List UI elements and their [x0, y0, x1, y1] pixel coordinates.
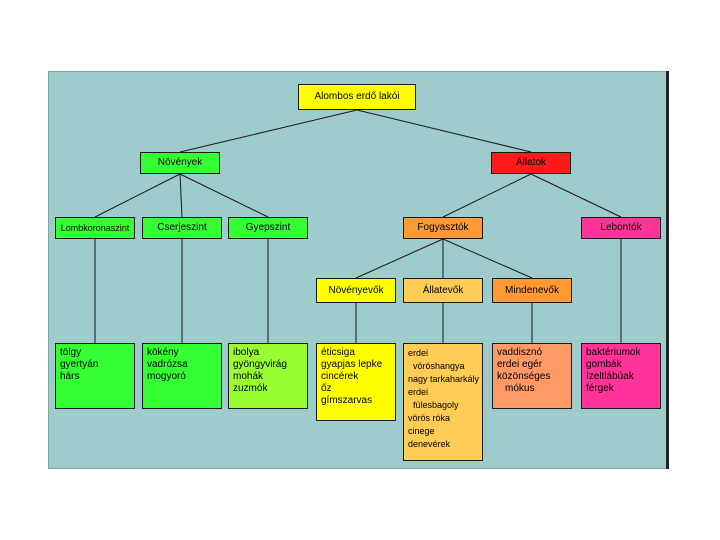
example-item: cincérek [321, 371, 359, 382]
example-item: férgek [586, 383, 614, 394]
example-item: ibolya [233, 347, 260, 358]
example-item: erdei [408, 387, 429, 397]
example-item: denevérek [408, 439, 451, 449]
connector [179, 173, 269, 218]
shrub-level-node: Cserjeszint [142, 217, 222, 239]
decomposers-label: Lebontók [600, 222, 642, 233]
example-item: mohák [233, 371, 264, 382]
carnivores-node: Állatevők [403, 278, 483, 303]
connector [94, 173, 181, 218]
example-item: fülesbagoly [413, 400, 459, 410]
connector [179, 109, 358, 153]
root-label: Alombos erdő lakói [314, 91, 400, 102]
example-item: kökény [147, 347, 179, 358]
example-item: cinege [408, 426, 435, 436]
panel-shadow-edge [666, 71, 669, 469]
connector [356, 109, 532, 153]
example-item: őz [321, 383, 332, 394]
example-item: éticsiga [321, 347, 355, 358]
herb-level-node: Gyepszint [228, 217, 308, 239]
canopy-level-label: Lombkoronaszint [60, 223, 130, 233]
animals-node: Állatok [491, 152, 571, 174]
carnivores-label: Állatevők [422, 284, 464, 296]
decomposers-node: Lebontók [581, 217, 661, 239]
example-item: gímszarvas [321, 395, 373, 406]
connector [179, 173, 183, 218]
decomposers-examples-box: baktériumok gombák ízeltlábúak férgek [581, 343, 661, 409]
omnivores-examples-box: vaddisznó erdei egér közönséges mókus [492, 343, 572, 409]
example-item: ízeltlábúak [586, 371, 634, 382]
shrub-level-label: Cserjeszint [157, 222, 207, 233]
herbivores-node: Növényevők [316, 278, 396, 303]
shrub-examples-box: kökény vadrózsa mogyoró [142, 343, 222, 409]
example-item: vadrózsa [147, 359, 188, 370]
animals-label: Állatok [515, 157, 546, 168]
herbivores-examples-box: éticsiga gyapjas lepke cincérek őz gímsz… [316, 343, 396, 421]
example-item: zuzmók [233, 383, 268, 394]
example-item: vörös róka [408, 413, 451, 423]
herb-examples-box: ibolya gyöngyvirág mohák zuzmók [228, 343, 308, 409]
connector [442, 238, 533, 279]
example-item: gyöngyvirág [233, 359, 287, 370]
connector [442, 173, 532, 218]
example-item: erdei egér [497, 359, 543, 370]
example-item: nagy tarkaharkály [408, 374, 480, 384]
example-item: tölgy [60, 347, 82, 358]
connector [530, 173, 622, 218]
example-item: mogyoró [147, 371, 186, 382]
example-item: baktériumok [586, 347, 641, 358]
herbivores-label: Növényevők [328, 284, 384, 296]
carnivores-examples-box: erdei vöröshangya nagy tarkaharkály erde… [403, 343, 483, 461]
example-item: gyertyán [60, 359, 99, 370]
example-item: hárs [60, 371, 80, 382]
example-item: közönséges [497, 371, 551, 382]
canopy-examples-box: tölgy gyertyán hárs [55, 343, 135, 409]
herb-level-label: Gyepszint [245, 222, 291, 233]
plants-label: Növények [157, 157, 203, 168]
root-node: Alombos erdő lakói [298, 84, 416, 110]
omnivores-node: Mindenevők [492, 278, 572, 303]
connector [355, 238, 444, 279]
consumers-node: Fogyasztók [403, 217, 483, 239]
example-item: mókus [505, 383, 535, 394]
example-item: gombák [586, 359, 622, 370]
example-item: vaddisznó [497, 347, 543, 358]
omnivores-label: Mindenevők [505, 284, 559, 296]
example-item: gyapjas lepke [321, 359, 383, 370]
consumers-label: Fogyasztók [417, 222, 469, 233]
plants-node: Növények [140, 152, 220, 174]
canopy-level-node: Lombkoronaszint [55, 217, 135, 239]
example-item: vöröshangya [413, 361, 465, 371]
example-item: erdei [408, 348, 429, 358]
